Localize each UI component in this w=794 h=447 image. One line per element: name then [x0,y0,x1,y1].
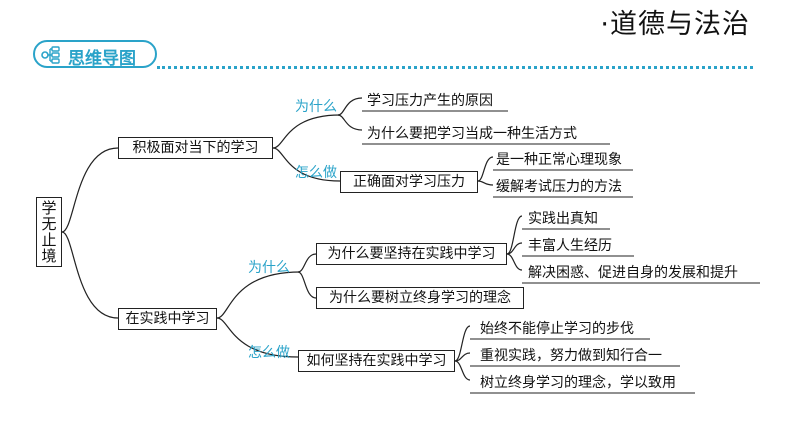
mindmap-icon [41,46,60,64]
leaf-item: 树立终身学习的理念，学以致用 [480,375,676,391]
why-tag: 为什么 [248,260,290,276]
leaf-item: 实践出真知 [528,211,598,227]
leaf-item: 学习压力产生的原因 [367,93,493,109]
branch-node-practice-learning: 在实践中学习 [118,308,217,330]
leaf-item: 始终不能停止学习的步伐 [480,321,634,337]
branch-node-present-learning: 积极面对当下的学习 [118,137,273,159]
node-face-pressure: 正确面对学习压力 [340,171,478,193]
leaf-item: 重视实践，努力做到知行合一 [480,348,662,364]
how-tag: 怎么做 [295,165,337,181]
node-how-practice: 如何坚持在实践中学习 [298,350,455,372]
root-node: 学无止境 [36,197,62,267]
section-header: 思维导图 [33,40,157,69]
leaf-item: 为什么要把学习当成一种生活方式 [367,126,577,142]
subject-title: ·道德与法治 [600,9,750,40]
how-tag: 怎么做 [248,345,290,361]
why-tag: 为什么 [295,99,337,115]
leaf-item: 是一种正常心理现象 [496,152,622,168]
leaf-item: 丰富人生经历 [528,238,612,254]
leaf-item: 解决困惑、促进自身的发展和提升 [528,265,738,281]
section-title: 思维导图 [68,49,136,69]
leaf-item: 缓解考试压力的方法 [496,179,622,195]
node-why-practice: 为什么要坚持在实践中学习 [316,243,507,265]
node-why-lifelong: 为什么要树立终身学习的理念 [316,287,524,309]
dotted-divider [157,66,753,69]
